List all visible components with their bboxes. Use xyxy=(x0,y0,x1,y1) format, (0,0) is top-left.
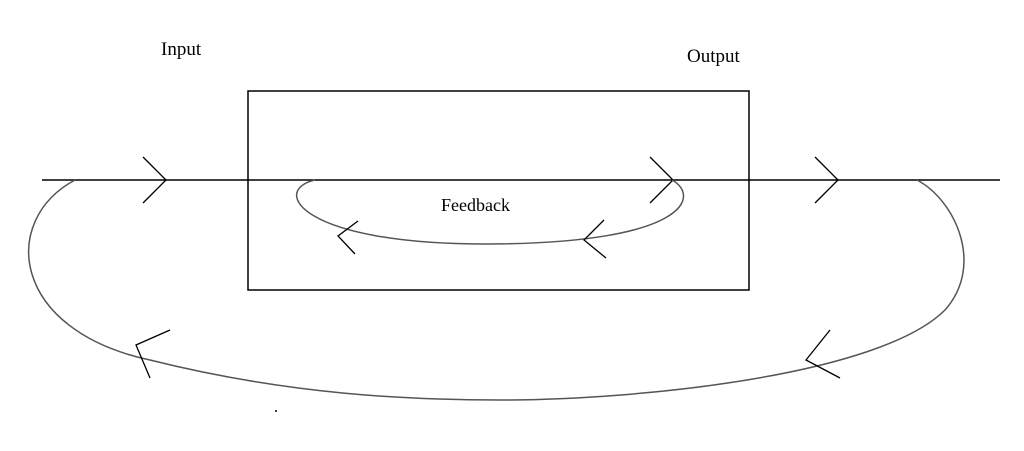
feedback-label: Feedback xyxy=(441,195,510,215)
inner-loop-arrow-right-icon xyxy=(583,219,607,259)
inner-feedback-loop xyxy=(295,179,685,245)
outer-loop-arrow-left-icon xyxy=(135,329,171,379)
outer-loop-arrow-right-icon xyxy=(805,329,841,379)
stray-dot xyxy=(275,410,277,412)
output-arrow-icon xyxy=(814,156,839,204)
input-arrow-icon xyxy=(142,156,167,204)
input-label: Input xyxy=(161,39,202,60)
outer-feedback-loop xyxy=(28,179,965,401)
output-label: Output xyxy=(687,46,740,67)
inner-loop-arrow-left-icon xyxy=(337,220,359,255)
system-box xyxy=(247,90,750,291)
